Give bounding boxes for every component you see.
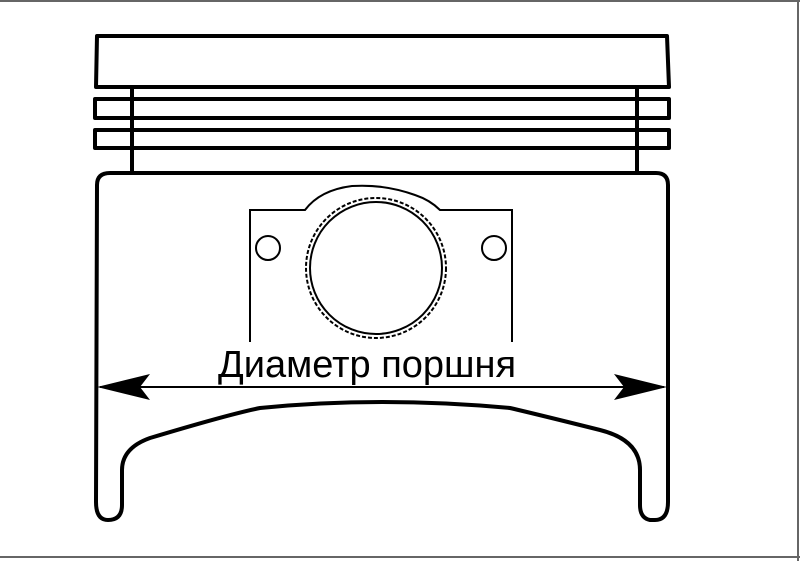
pin-boss-outline (249, 184, 513, 373)
piston-crown (94, 34, 671, 89)
oil-hole-right (481, 235, 507, 261)
arrow-right-icon (614, 374, 667, 400)
arrow-left-icon (97, 374, 150, 400)
oil-hole-left (255, 235, 281, 261)
piston-ring-2 (93, 128, 671, 150)
piston-pin-bore (309, 201, 443, 335)
piston-ring-1 (93, 97, 671, 120)
piston-pin-bore-outer (305, 197, 447, 339)
label-backing (216, 342, 546, 382)
dimension-label: Диаметр поршня (218, 344, 516, 386)
diameter-dimension (97, 374, 667, 400)
piston-skirt (94, 171, 670, 522)
